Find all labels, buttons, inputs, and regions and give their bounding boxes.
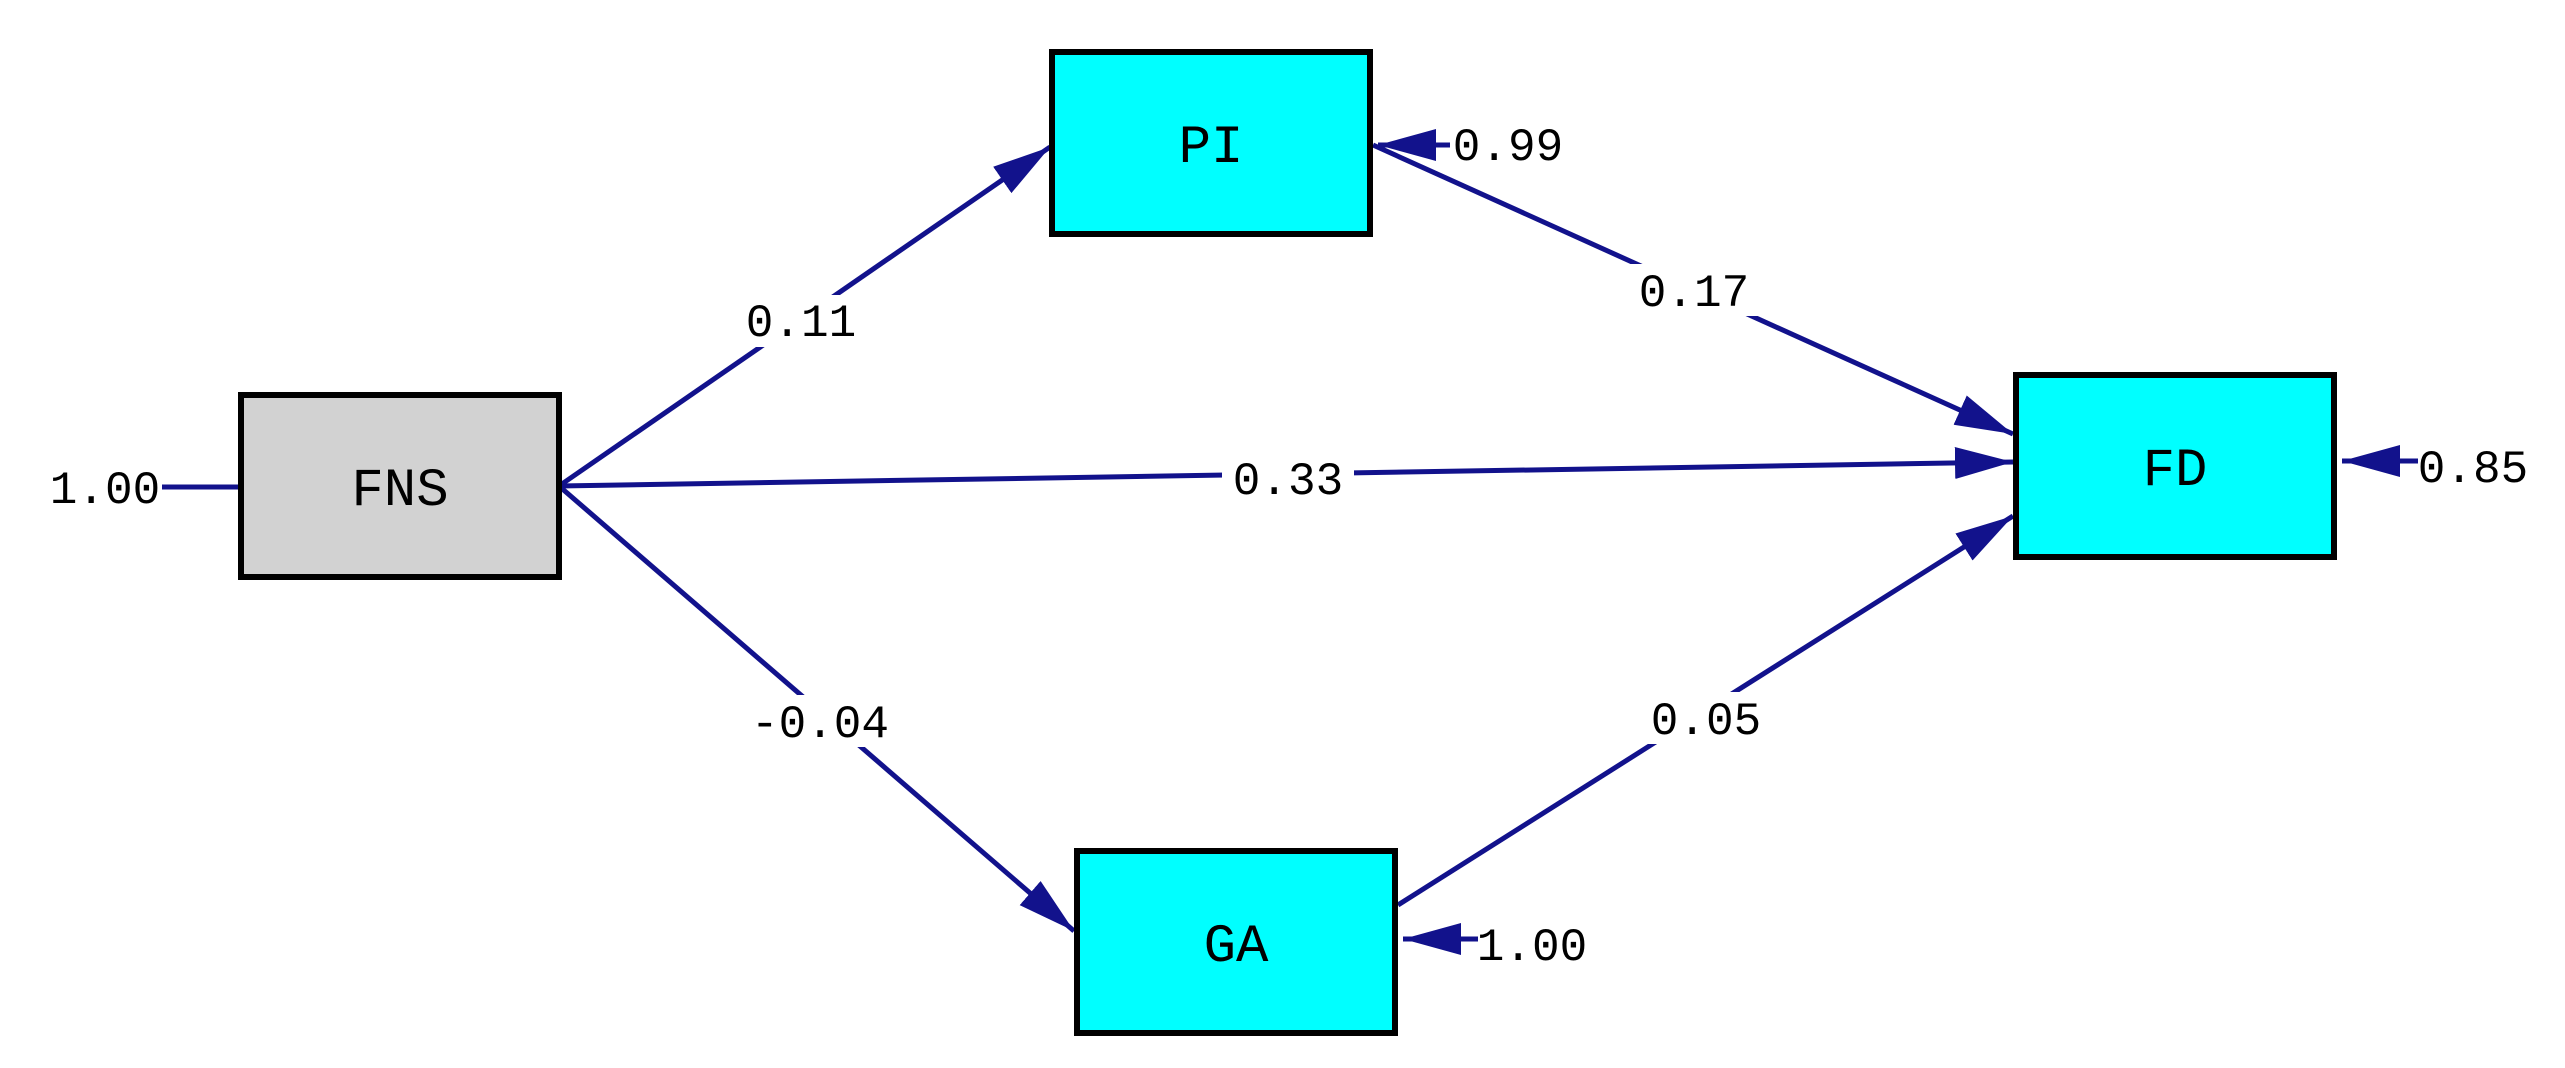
- residual-value-fd: 0.85: [2418, 444, 2528, 496]
- node-fns-label: FNS: [351, 461, 448, 522]
- node-pi-label: PI: [1179, 118, 1244, 179]
- residual-value-pi: 0.99: [1453, 122, 1563, 174]
- label-halo: [735, 295, 867, 347]
- node-ga-label: GA: [1204, 917, 1269, 978]
- residual-value-ga: 1.00: [1477, 922, 1587, 974]
- label-halo: [745, 695, 897, 747]
- node-pi-box: [1049, 49, 1373, 237]
- node-fd-label: FD: [2143, 441, 2208, 502]
- node-ga-box: [1074, 848, 1398, 1036]
- node-fd: FD: [2013, 372, 2337, 560]
- label-halo: [1628, 264, 1760, 316]
- label-halo: [1222, 452, 1354, 504]
- path-coefficient-fns-pi: 0.11: [746, 298, 856, 350]
- node-pi: PI: [1049, 49, 1373, 237]
- path-coefficient-fns-fd: 0.33: [1233, 456, 1343, 508]
- path-coefficient-pi-fd: 0.17: [1639, 268, 1749, 320]
- node-fns: FNS: [238, 392, 562, 580]
- residual-value-fns: 1.00: [50, 465, 160, 517]
- node-ga: GA: [1074, 848, 1398, 1036]
- path-coefficient-fns-ga: -0.04: [751, 699, 889, 751]
- node-fns-box: [238, 392, 562, 580]
- path-coefficient-ga-fd: 0.05: [1651, 696, 1761, 748]
- label-halo: [1640, 692, 1772, 744]
- node-fd-box: [2013, 372, 2337, 560]
